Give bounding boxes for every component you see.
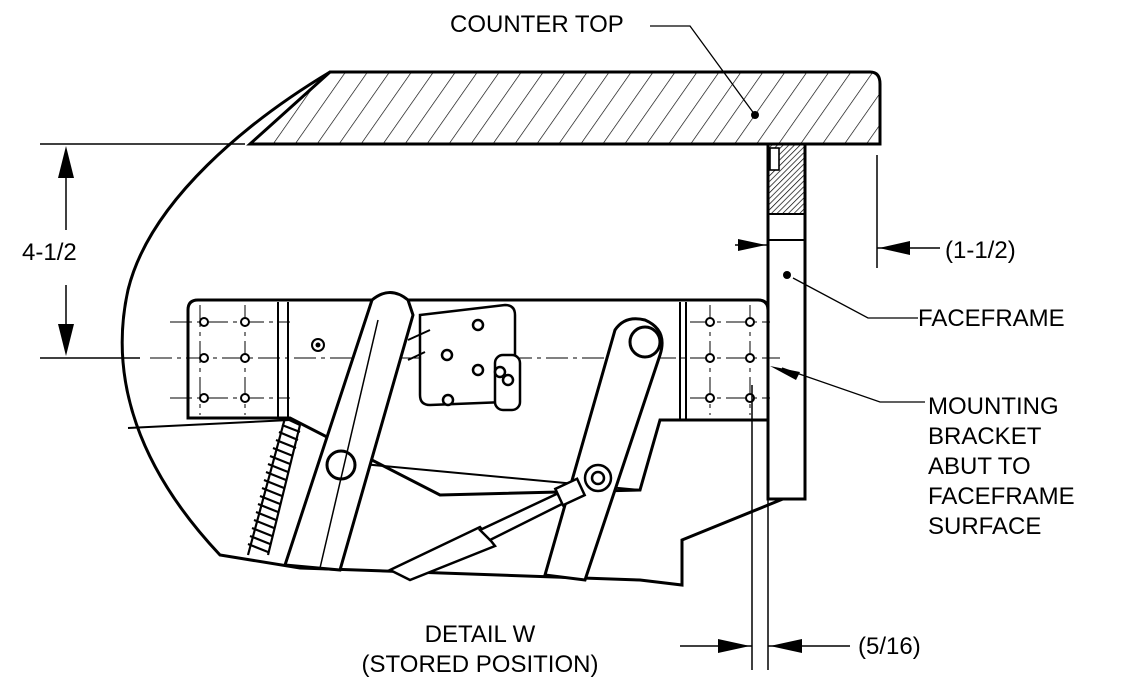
caption-subtitle: (STORED POSITION) (361, 651, 599, 678)
caption-title: DETAIL W (424, 621, 536, 648)
second-arm (543, 317, 664, 582)
dimension-height: 4-1/2 (22, 239, 77, 266)
mounting-plate (186, 298, 770, 497)
dimension-offset: (5/16) (858, 633, 921, 660)
mounting-bracket-line-1: MOUNTING (928, 393, 1059, 420)
dimension-overhang: (1-1/2) (945, 237, 1016, 264)
mounting-bracket-label: MOUNTING BRACKET ABUT TO FACEFRAME SURFA… (928, 392, 1075, 542)
mounting-bracket-line-2: BRACKET (928, 423, 1042, 450)
detail-caption: DETAIL W (STORED POSITION) (330, 620, 630, 680)
gas-strut (387, 463, 613, 582)
counter-top-label: COUNTER TOP (450, 11, 624, 38)
cabinet-outline (120, 70, 807, 587)
hinge-plate (418, 303, 522, 412)
counter-top (246, 70, 882, 146)
mounting-bracket-line-4: FACEFRAME (928, 483, 1075, 510)
mounting-bracket-line-5: SURFACE (928, 513, 1042, 540)
main-arm (282, 291, 415, 572)
spring (246, 417, 302, 556)
faceframe-label: FACEFRAME (918, 305, 1065, 332)
mounting-bracket-line-3: ABUT TO (928, 453, 1031, 480)
